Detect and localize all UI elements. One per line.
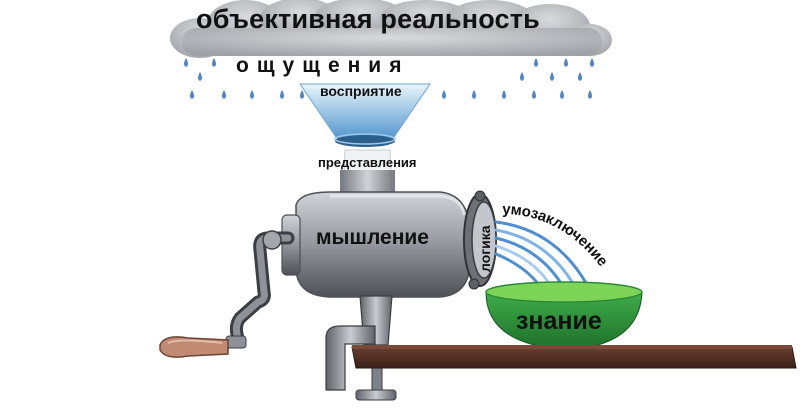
table bbox=[351, 345, 797, 369]
grinder-faceplate bbox=[463, 190, 497, 290]
rain-drop bbox=[532, 90, 536, 99]
label-perception: восприятие bbox=[320, 83, 402, 99]
rain-drop bbox=[300, 90, 304, 99]
rain-drop bbox=[222, 90, 226, 99]
rain-drop bbox=[502, 90, 506, 99]
rain-drop bbox=[560, 90, 564, 99]
rain-drop bbox=[472, 90, 476, 99]
rain-drop bbox=[212, 58, 216, 67]
label-logic: логика bbox=[477, 225, 493, 272]
rain-drop bbox=[280, 90, 284, 99]
rain-drop bbox=[534, 58, 538, 67]
funnel bbox=[299, 83, 431, 147]
rain-drop bbox=[184, 58, 188, 67]
label-sensations: ощущения bbox=[236, 54, 410, 77]
rain-drop bbox=[442, 90, 446, 99]
cloud bbox=[170, 0, 612, 58]
rain-drop bbox=[198, 72, 202, 81]
label-thinking: мышление bbox=[316, 226, 429, 249]
rain-drop bbox=[578, 72, 582, 81]
rain-drop bbox=[250, 90, 254, 99]
rain-drop bbox=[590, 58, 594, 67]
rain-drops bbox=[184, 58, 594, 99]
rain-drop bbox=[588, 90, 592, 99]
label-reality: объективная реальность bbox=[196, 4, 540, 34]
rain-drop bbox=[190, 90, 194, 99]
rain-drop bbox=[520, 72, 524, 81]
label-representations: представления bbox=[318, 155, 417, 170]
rain-drop bbox=[564, 58, 568, 67]
rain-drop bbox=[550, 72, 554, 81]
label-knowledge: знание bbox=[516, 307, 602, 335]
grinder-clamp bbox=[325, 295, 397, 401]
crank-handle bbox=[159, 230, 295, 358]
